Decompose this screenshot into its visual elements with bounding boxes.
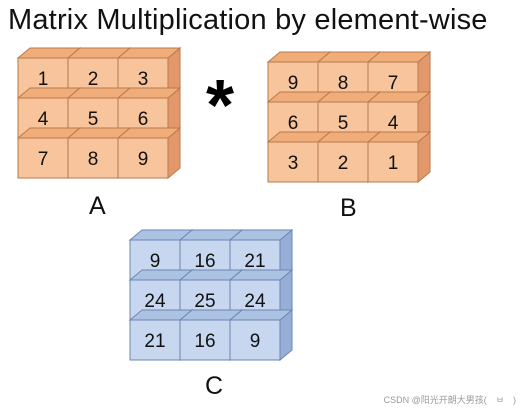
matrix-a: 1 2 3 4 5 6 7 8 9 bbox=[16, 46, 182, 180]
cell-value: 24 bbox=[244, 291, 266, 312]
cube-front bbox=[117, 137, 169, 179]
cell-value: 8 bbox=[338, 73, 349, 94]
matrix-a-label: A bbox=[89, 192, 106, 220]
cell-value: 24 bbox=[144, 291, 166, 312]
cell-value: 8 bbox=[88, 149, 99, 170]
matrix-b: 9 8 7 6 5 4 3 2 1 bbox=[266, 50, 432, 184]
cell-value: 25 bbox=[194, 291, 215, 312]
matrix-c-cell: 9 bbox=[228, 308, 294, 362]
cell-value: 3 bbox=[288, 153, 299, 174]
cell-value: 7 bbox=[38, 149, 49, 170]
watermark: CSDN @阳光开朗大男孩( ㅂ ) bbox=[383, 395, 516, 405]
matrix-a-cell: 9 bbox=[116, 126, 182, 180]
cell-value: 3 bbox=[138, 69, 149, 90]
cell-value: 4 bbox=[38, 109, 49, 130]
matrix-b-cell: 1 bbox=[366, 130, 432, 184]
matrix-c: 9 16 21 24 25 24 21 16 9 bbox=[128, 228, 294, 362]
cell-value: 21 bbox=[244, 251, 265, 272]
matrix-c-label: C bbox=[205, 372, 224, 400]
cell-value: 9 bbox=[150, 251, 161, 272]
matrix-b-label: B bbox=[340, 194, 357, 222]
cell-value: 6 bbox=[138, 109, 149, 130]
cell-value: 1 bbox=[38, 69, 49, 90]
cell-value: 16 bbox=[194, 331, 215, 352]
diagram-title: Matrix Multiplication by element-wise bbox=[8, 4, 488, 36]
multiply-operator: * bbox=[206, 66, 235, 146]
cube-front bbox=[229, 319, 281, 361]
cell-value: 9 bbox=[288, 73, 299, 94]
cube-front bbox=[129, 319, 181, 361]
cell-value: 4 bbox=[388, 113, 399, 134]
cell-value: 5 bbox=[88, 109, 99, 130]
cube-front bbox=[179, 319, 231, 361]
cell-value: 5 bbox=[338, 113, 349, 134]
cube-front bbox=[367, 141, 419, 183]
cell-value: 1 bbox=[388, 153, 399, 174]
cell-value: 16 bbox=[194, 251, 215, 272]
cell-value: 9 bbox=[250, 331, 261, 352]
cell-value: 2 bbox=[338, 153, 349, 174]
cell-value: 9 bbox=[138, 149, 149, 170]
cell-value: 2 bbox=[88, 69, 99, 90]
cube-front bbox=[67, 137, 119, 179]
cell-value: 21 bbox=[144, 331, 165, 352]
cell-value: 6 bbox=[288, 113, 299, 134]
cell-value: 7 bbox=[388, 73, 399, 94]
cube-front bbox=[317, 141, 369, 183]
